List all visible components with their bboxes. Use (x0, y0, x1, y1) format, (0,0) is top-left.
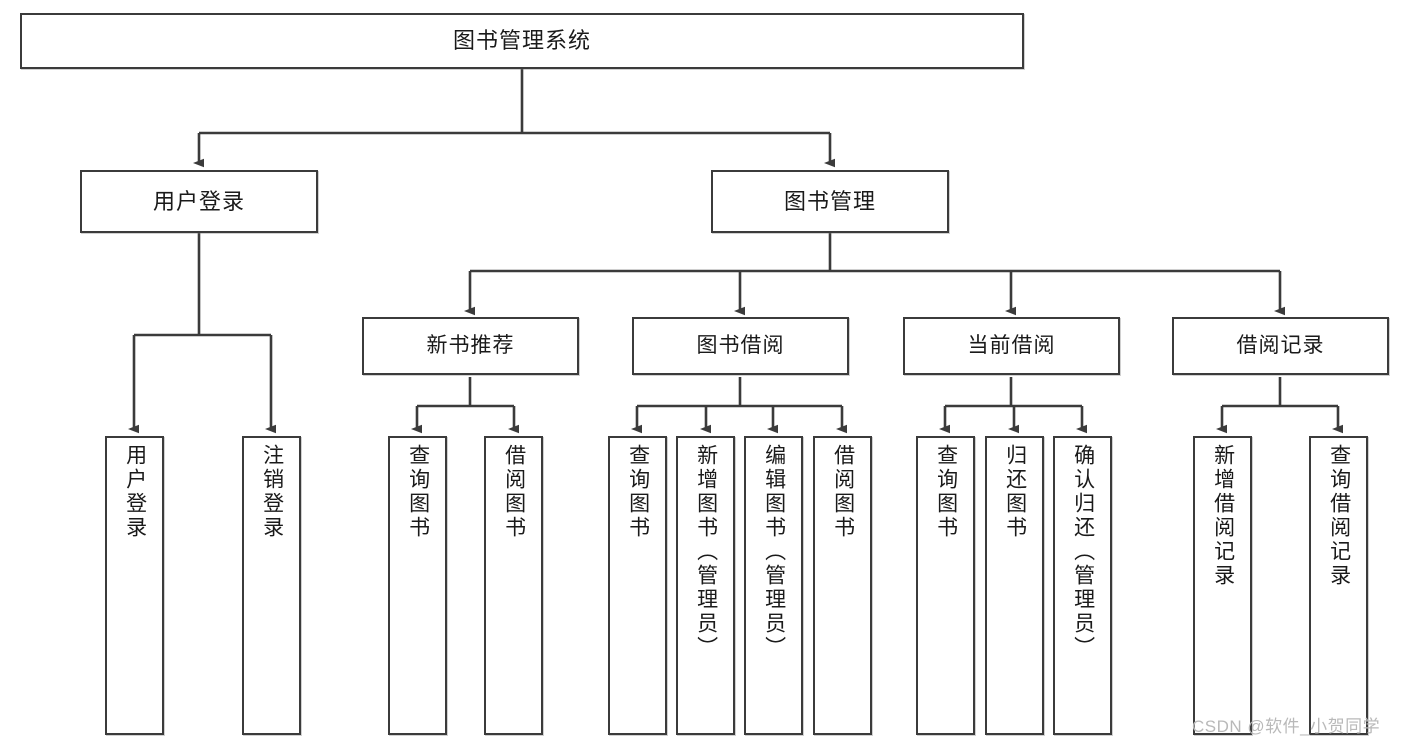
leaf-user-logout-label: 注销登录 (260, 444, 284, 540)
leaf-query-book-2[interactable]: 查询图书 (608, 436, 667, 735)
leaf-user-login[interactable]: 用户登录 (105, 436, 164, 735)
leaf-query-book-3-label: 查询图书 (934, 444, 958, 540)
leaf-add-borrow-record[interactable]: 新增借阅记录 (1193, 436, 1252, 735)
leaf-query-book-1-label: 查询图书 (406, 444, 430, 540)
node-borrow-record-label: 借阅记录 (1236, 333, 1325, 357)
node-new-book-recommend[interactable]: 新书推荐 (362, 317, 579, 375)
leaf-add-borrow-record-label: 新增借阅记录 (1211, 444, 1235, 588)
node-user-login[interactable]: 用户登录 (80, 170, 318, 233)
leaf-confirm-return-admin-label: 确认归还（管理员） (1071, 444, 1095, 660)
node-root[interactable]: 图书管理系统 (20, 13, 1024, 69)
leaf-borrow-book-1[interactable]: 借阅图书 (484, 436, 543, 735)
leaf-return-book-label: 归还图书 (1003, 444, 1027, 540)
leaf-query-book-2-label: 查询图书 (626, 444, 650, 540)
leaf-query-borrow-record-label: 查询借阅记录 (1327, 444, 1351, 588)
leaf-borrow-book-1-label: 借阅图书 (502, 444, 526, 540)
leaf-confirm-return-admin[interactable]: 确认归还（管理员） (1053, 436, 1112, 735)
leaf-user-login-label: 用户登录 (123, 444, 147, 540)
node-book-management-label: 图书管理 (783, 188, 876, 214)
leaf-edit-book-admin[interactable]: 编辑图书（管理员） (744, 436, 803, 735)
leaf-query-book-3[interactable]: 查询图书 (916, 436, 975, 735)
leaf-query-borrow-record[interactable]: 查询借阅记录 (1309, 436, 1368, 735)
node-current-borrow[interactable]: 当前借阅 (903, 317, 1120, 375)
leaf-return-book[interactable]: 归还图书 (985, 436, 1044, 735)
leaf-edit-book-admin-label: 编辑图书（管理员） (762, 444, 786, 660)
node-book-borrow[interactable]: 图书借阅 (632, 317, 849, 375)
node-root-label: 图书管理系统 (452, 28, 591, 54)
node-current-borrow-label: 当前借阅 (967, 333, 1056, 357)
leaf-user-logout[interactable]: 注销登录 (242, 436, 301, 735)
leaf-borrow-book-2-label: 借阅图书 (831, 444, 855, 540)
leaf-add-book-admin[interactable]: 新增图书（管理员） (676, 436, 735, 735)
leaf-add-book-admin-label: 新增图书（管理员） (694, 444, 718, 660)
watermark: CSDN @软件_小贺同学 (1192, 717, 1381, 736)
node-new-book-recommend-label: 新书推荐 (426, 333, 515, 357)
node-borrow-record[interactable]: 借阅记录 (1172, 317, 1389, 375)
leaf-borrow-book-2[interactable]: 借阅图书 (813, 436, 872, 735)
node-book-borrow-label: 图书借阅 (696, 333, 785, 357)
node-user-login-label: 用户登录 (152, 188, 245, 214)
leaf-query-book-1[interactable]: 查询图书 (388, 436, 447, 735)
node-book-management[interactable]: 图书管理 (711, 170, 949, 233)
